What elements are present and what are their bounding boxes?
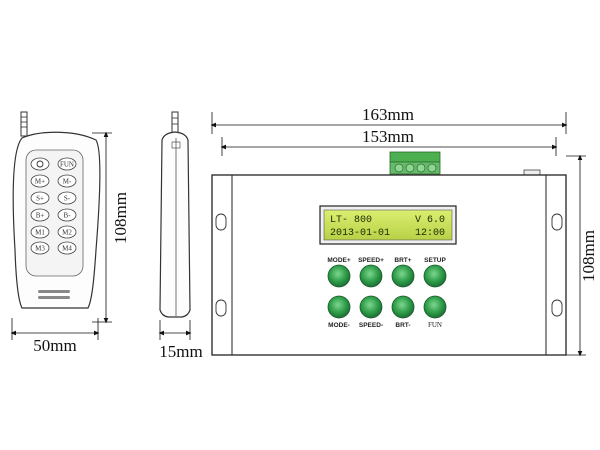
- screw-icon: [394, 163, 404, 173]
- controller-height-label: 108mm: [579, 230, 598, 282]
- label-mode-plus: MODE+: [327, 257, 351, 264]
- remote-key-s-minus[interactable]: S-: [57, 191, 77, 205]
- mounting-slot: [215, 213, 227, 231]
- mounting-slot: [215, 299, 227, 317]
- remote-side-view: [159, 111, 191, 318]
- lcd-model: LT- 800: [330, 215, 372, 226]
- remote-key-label: M3: [35, 245, 45, 253]
- remote-grille: [38, 290, 70, 293]
- remote-key-label: S+: [36, 195, 44, 203]
- remote-key-s-plus[interactable]: S+: [30, 191, 50, 205]
- remote-key-label: B-: [64, 212, 72, 220]
- controller-housing: [211, 174, 567, 356]
- label-speed-plus: SPEED+: [358, 257, 384, 264]
- mode-plus-button[interactable]: [327, 264, 351, 288]
- remote-key-m4[interactable]: M4: [57, 241, 77, 255]
- outer-width-label: 163mm: [362, 105, 414, 124]
- label-brt-minus: BRT-: [395, 322, 410, 329]
- remote-key-m-plus[interactable]: M+: [30, 174, 50, 188]
- screw-icon: [427, 163, 437, 173]
- remote-key-label: S-: [64, 195, 71, 203]
- label-mode-minus: MODE-: [328, 322, 350, 329]
- remote-height-dimension: 108mm: [92, 131, 130, 324]
- remote-key-label: M2: [62, 229, 72, 237]
- remote-width-dimension: 50mm: [10, 318, 100, 355]
- remote-key-label: M+: [35, 178, 45, 186]
- side-depth-dimension: 15mm: [158, 320, 203, 361]
- brt-plus-button[interactable]: [391, 264, 415, 288]
- power-icon: [36, 160, 44, 168]
- remote-key-m1[interactable]: M1: [30, 225, 50, 239]
- mounting-slot: [551, 213, 563, 231]
- mode-minus-button[interactable]: [327, 295, 351, 319]
- label-setup: SETUP: [424, 257, 446, 264]
- side-depth-label: 15mm: [159, 342, 202, 361]
- remote-height-label: 108mm: [111, 192, 130, 244]
- remote-width-label: 50mm: [33, 336, 76, 355]
- lcd-time: 12:00: [415, 228, 445, 239]
- label-brt-plus: BRT+: [394, 257, 411, 264]
- outer-width-dimension: 163mm: [210, 105, 568, 134]
- remote-key-label: FUN: [60, 161, 74, 169]
- lcd-display: LT- 800 V 6.0 2013-01-01 12:00: [319, 205, 457, 245]
- remote-key-label: M1: [35, 229, 45, 237]
- remote-key-label: M-: [63, 178, 72, 186]
- screw-icon: [405, 163, 415, 173]
- lcd-date: 2013-01-01: [330, 228, 390, 239]
- label-fun: FUN: [428, 321, 442, 329]
- speed-minus-button[interactable]: [359, 295, 383, 319]
- remote-key-b-minus[interactable]: B-: [57, 208, 77, 222]
- lcd-version: V 6.0: [415, 215, 445, 226]
- remote-key-m2[interactable]: M2: [57, 225, 77, 239]
- speed-plus-button[interactable]: [359, 264, 383, 288]
- remote-key-power[interactable]: [30, 157, 50, 171]
- remote-key-fun[interactable]: FUN: [57, 157, 77, 171]
- mounting-slot: [551, 299, 563, 317]
- remote-key-m-minus[interactable]: M-: [57, 174, 77, 188]
- inner-width-label: 153mm: [362, 127, 414, 146]
- remote-front-view: FUN M+ M- S+ S- B+ B- M1: [12, 111, 101, 309]
- remote-key-b-plus[interactable]: B+: [30, 208, 50, 222]
- inner-width-dimension: 153mm: [220, 127, 558, 156]
- label-speed-minus: SPEED-: [359, 322, 383, 329]
- setup-button[interactable]: [423, 264, 447, 288]
- remote-key-label: B+: [36, 212, 45, 220]
- side-body: [159, 131, 191, 318]
- remote-key-m3[interactable]: M3: [30, 241, 50, 255]
- remote-key-label: M4: [62, 245, 72, 253]
- terminal-block: [389, 151, 441, 175]
- side-antenna: [171, 111, 179, 135]
- controller-height-dimension: 108mm: [566, 154, 598, 357]
- screw-icon: [416, 163, 426, 173]
- fun-button[interactable]: [423, 295, 447, 319]
- brt-minus-button[interactable]: [391, 295, 415, 319]
- remote-antenna: [20, 111, 28, 137]
